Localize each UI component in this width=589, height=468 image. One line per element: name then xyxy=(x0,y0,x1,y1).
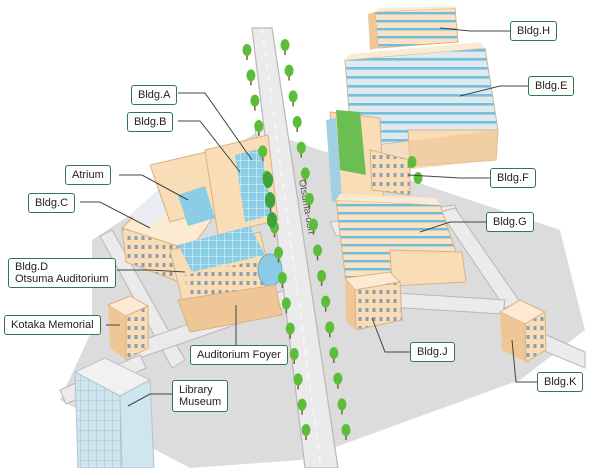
label-bldg-g-text: Bldg.G xyxy=(493,216,527,228)
label-auditorium-foyer-text: Auditorium Foyer xyxy=(197,349,281,361)
tree xyxy=(292,116,302,132)
tree xyxy=(258,145,268,162)
label-bldg-j[interactable]: Bldg.J xyxy=(410,342,455,362)
label-bldg-a[interactable]: Bldg.A xyxy=(131,85,178,105)
label-otsuma-auditorium-text: Otsuma Auditorium xyxy=(15,273,109,285)
tree xyxy=(285,322,295,339)
building-f xyxy=(326,110,411,209)
building-j xyxy=(344,271,403,331)
street-trees xyxy=(242,39,423,440)
label-bldg-a-text: Bldg.A xyxy=(138,89,171,101)
label-bldg-k[interactable]: Bldg.K xyxy=(537,372,584,392)
tree xyxy=(313,244,323,261)
label-bldg-d[interactable]: Bldg.D Otsuma Auditorium xyxy=(8,258,116,288)
tree xyxy=(288,90,298,107)
label-bldg-d-text: Bldg.D xyxy=(15,261,49,273)
tree xyxy=(284,64,294,81)
label-bldg-h[interactable]: Bldg.H xyxy=(510,21,558,41)
kotaka-memorial-building xyxy=(106,295,150,361)
tree xyxy=(246,69,256,86)
label-bldg-b[interactable]: Bldg.B xyxy=(127,112,174,132)
tree xyxy=(321,295,331,312)
label-kotaka-memorial-text: Kotaka Memorial xyxy=(11,319,94,331)
label-museum-text: Museum xyxy=(179,396,222,408)
label-bldg-k-text: Bldg.K xyxy=(544,376,577,388)
label-kotaka-memorial[interactable]: Kotaka Memorial xyxy=(4,315,101,335)
label-atrium[interactable]: Atrium xyxy=(65,165,111,185)
tree xyxy=(265,192,275,208)
label-bldg-j-text: Bldg.J xyxy=(417,346,448,358)
label-library-museum[interactable]: Library Museum xyxy=(172,380,229,412)
tree xyxy=(297,398,307,415)
label-bldg-c[interactable]: Bldg.C xyxy=(28,193,76,213)
tree xyxy=(341,424,351,440)
tree xyxy=(317,270,327,286)
tree xyxy=(325,321,335,338)
label-bldg-b-text: Bldg.B xyxy=(134,116,167,128)
tree xyxy=(281,297,291,314)
tree xyxy=(413,172,423,184)
tree xyxy=(337,398,347,415)
label-bldg-f-text: Bldg.F xyxy=(497,172,529,184)
tree xyxy=(280,39,290,55)
label-atrium-text: Atrium xyxy=(72,169,104,181)
label-library-text: Library xyxy=(179,384,213,396)
building-d-auditorium xyxy=(169,226,283,333)
tree xyxy=(242,44,252,60)
tree xyxy=(293,373,303,390)
label-bldg-e-text: Bldg.E xyxy=(535,80,568,92)
tree xyxy=(300,167,310,184)
tree xyxy=(296,141,306,158)
tree xyxy=(289,348,299,364)
label-bldg-g[interactable]: Bldg.G xyxy=(486,212,534,232)
otsuma-dori-road xyxy=(251,27,339,468)
building-h xyxy=(368,6,459,50)
tree xyxy=(277,272,287,288)
tree xyxy=(333,372,343,389)
tree xyxy=(301,424,311,440)
tree xyxy=(304,193,314,209)
tree xyxy=(273,246,283,263)
tree xyxy=(329,347,339,363)
tree xyxy=(254,120,264,136)
building-g xyxy=(335,194,467,287)
tree xyxy=(407,156,417,168)
tree xyxy=(263,172,273,188)
label-bldg-f[interactable]: Bldg.F xyxy=(490,168,536,188)
tree xyxy=(250,94,260,111)
label-auditorium-foyer[interactable]: Auditorium Foyer xyxy=(190,345,288,365)
tree xyxy=(267,212,277,228)
tree xyxy=(308,218,318,235)
label-bldg-c-text: Bldg.C xyxy=(35,197,69,209)
label-bldg-e[interactable]: Bldg.E xyxy=(528,76,575,96)
label-bldg-h-text: Bldg.H xyxy=(517,25,551,37)
